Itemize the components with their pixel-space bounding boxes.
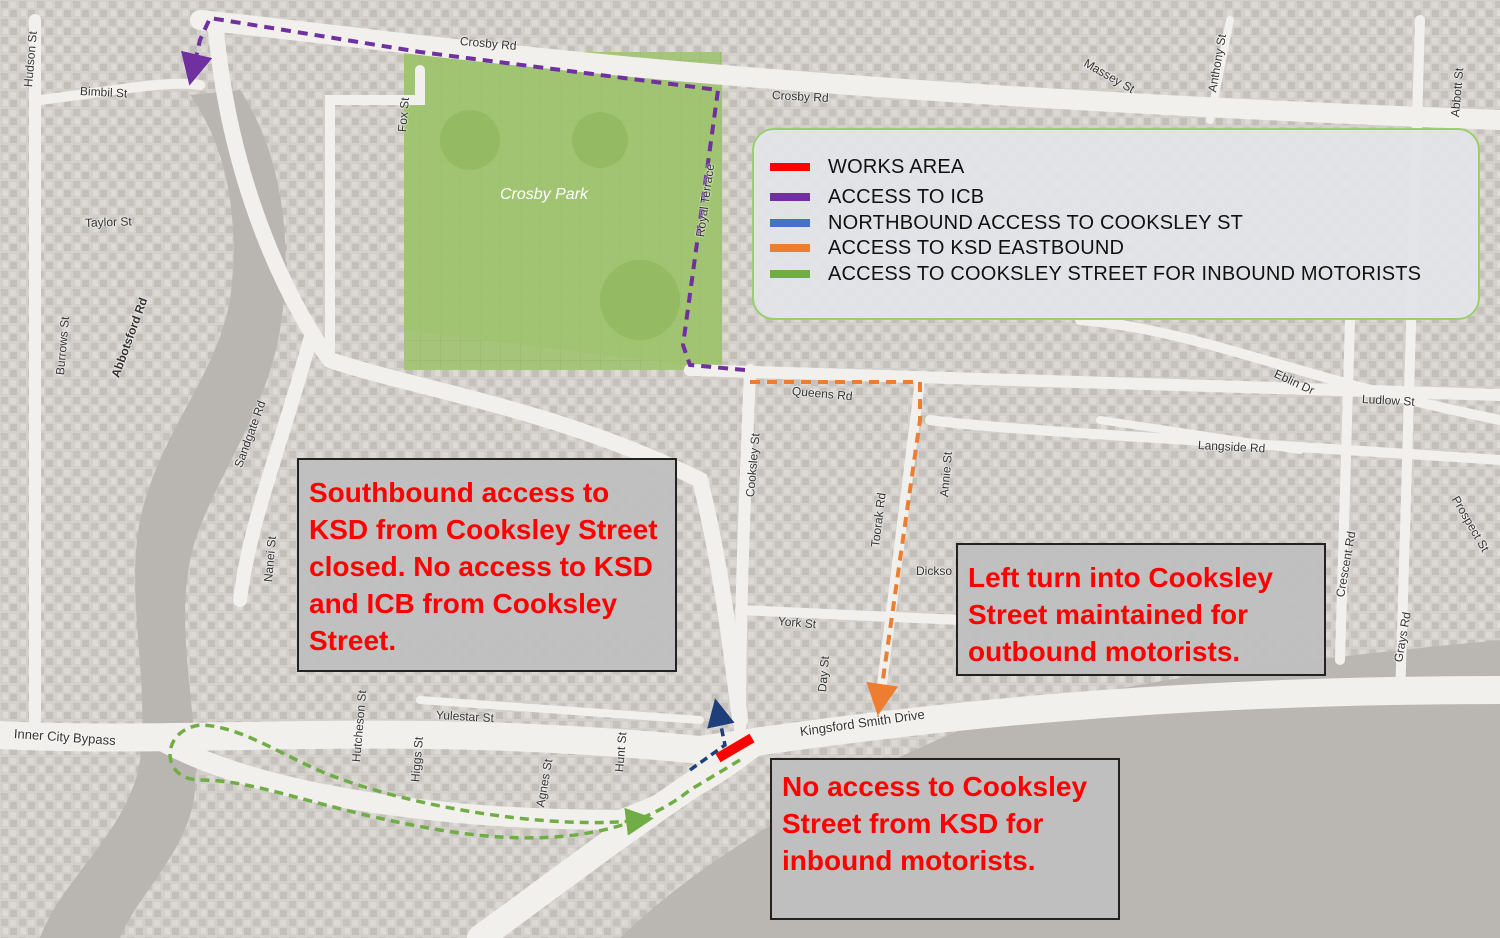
legend-swatch — [770, 193, 810, 201]
legend-label: ACCESS TO ICB — [828, 185, 985, 208]
legend-swatch — [770, 163, 810, 171]
legend-swatch — [770, 244, 810, 252]
legend-swatch — [770, 270, 810, 278]
street-label: Fox St — [395, 96, 412, 133]
street-label: Bimbil St — [79, 84, 128, 101]
street-label: Dickso — [916, 564, 953, 578]
note-left-turn-maintained: Left turn into Cooksley Street maintaine… — [956, 543, 1326, 676]
legend-item-northbound-cooksley: NORTHBOUND ACCESS TO COOKSLEY ST — [770, 212, 1243, 234]
note-southbound-closed: Southbound access to KSD from Cooksley S… — [297, 458, 677, 672]
street-label: Taylor St — [84, 214, 132, 230]
legend-swatch — [770, 219, 810, 227]
legend-label: WORKS AREA — [828, 155, 965, 178]
legend: WORKS AREA ACCESS TO ICB NORTHBOUND ACCE… — [752, 128, 1480, 320]
legend-label: ACCESS TO KSD EASTBOUND — [828, 236, 1125, 259]
legend-label: ACCESS TO COOKSLEY STREET FOR INBOUND MO… — [828, 262, 1422, 285]
street-label: Yulestar St — [435, 708, 495, 726]
street-label: Ludlow St — [1361, 392, 1415, 409]
legend-item-works-area: WORKS AREA — [770, 156, 964, 178]
legend-label: NORTHBOUND ACCESS TO COOKSLEY ST — [828, 211, 1244, 234]
legend-item-cooksley-inbound: ACCESS TO COOKSLEY STREET FOR INBOUND MO… — [770, 263, 1421, 285]
park-label: Crosby Park — [500, 186, 589, 203]
legend-item-ksd-eastbound: ACCESS TO KSD EASTBOUND — [770, 237, 1124, 259]
note-no-inbound-access: No access to Cooksley Street from KSD fo… — [770, 758, 1120, 920]
legend-item-access-icb: ACCESS TO ICB — [770, 186, 984, 208]
street-label: Crosby Rd — [771, 88, 829, 105]
